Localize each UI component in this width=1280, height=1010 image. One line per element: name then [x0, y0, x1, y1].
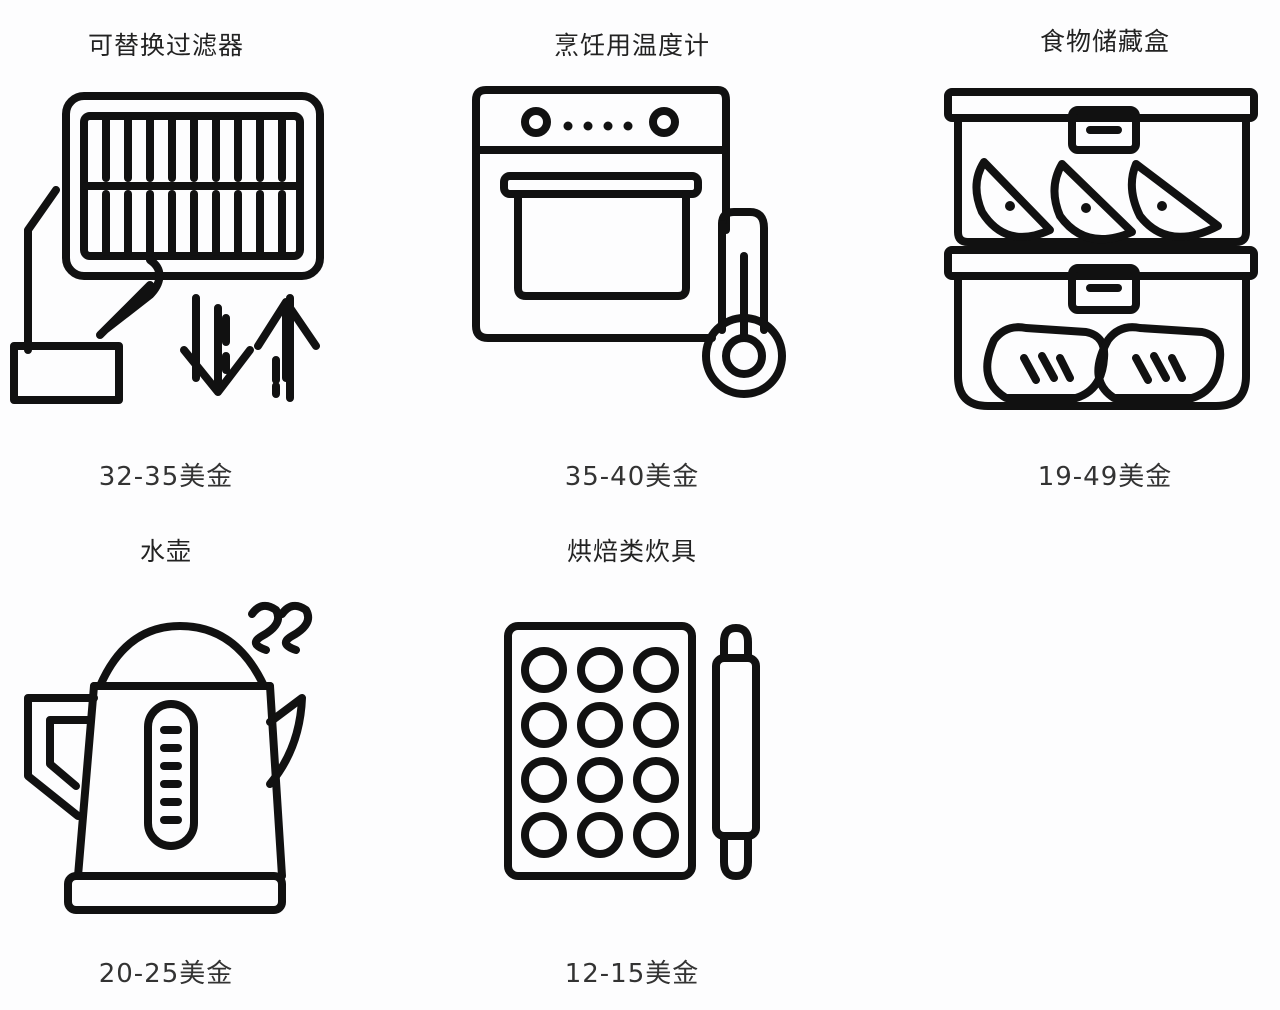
product-price: 19-49美金 [1037, 462, 1173, 492]
product-title: 烘焙类炊具 [566, 537, 697, 566]
product-price: 35-40美金 [564, 462, 700, 492]
filter-icon [10, 92, 324, 404]
product-price: 32-35美金 [98, 462, 234, 492]
product-title: 食物储藏盒 [1039, 27, 1170, 56]
product-title: 可替换过滤器 [87, 31, 244, 60]
oven-thermometer-icon [472, 86, 786, 398]
product-title: 水壶 [139, 537, 192, 566]
product-price: 20-25美金 [98, 959, 234, 989]
product-price: 12-15美金 [564, 959, 700, 989]
food-storage-box-icon [944, 88, 1258, 410]
product-title: 烹饪用温度计 [553, 31, 710, 60]
baking-tray-icon [504, 622, 760, 880]
kettle-icon [24, 601, 313, 914]
